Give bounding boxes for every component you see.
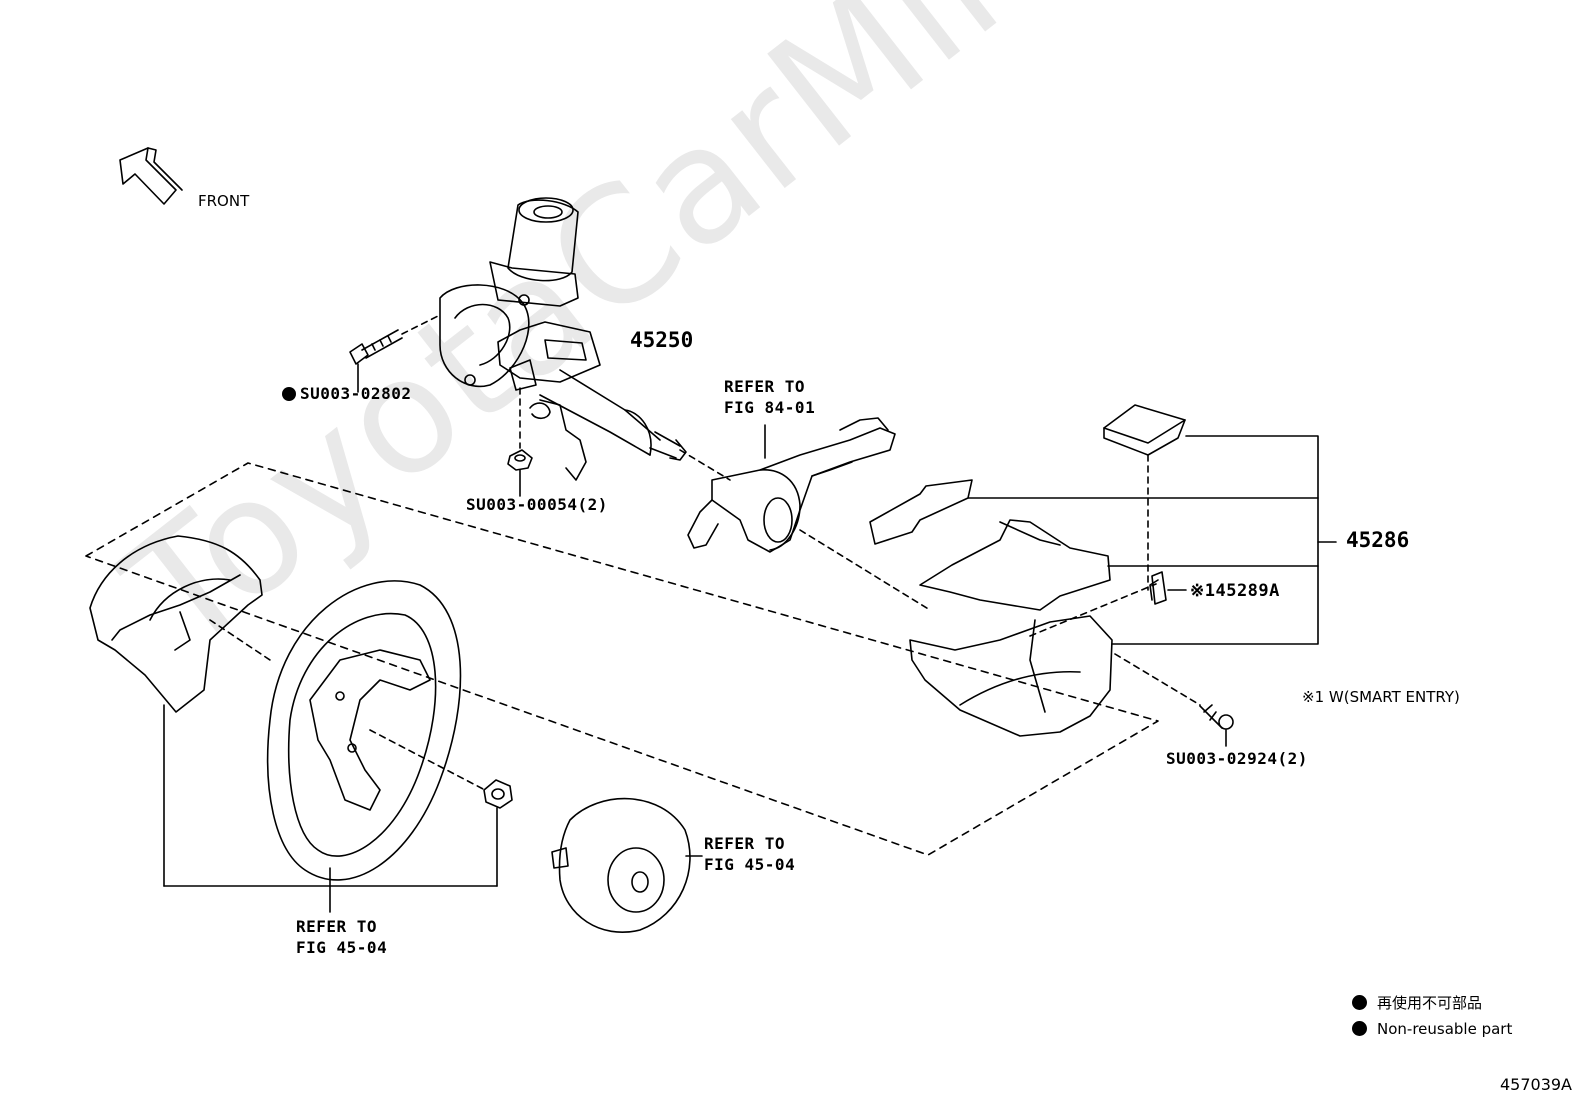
refer-line-2: FIG 45-04	[296, 938, 388, 957]
part-number-nut[interactable]: SU003-00054(2)	[466, 495, 608, 514]
front-label: FRONT	[198, 192, 250, 210]
non-reusable-dot-icon	[1352, 995, 1367, 1010]
legend-japanese-text: 再使用不可部品	[1377, 994, 1483, 1012]
refer-line-1: REFER TO	[704, 834, 786, 853]
bolt-part-number-text: SU003-02802	[300, 384, 412, 403]
refer-to-fig-45-04-airbag[interactable]: REFER TO FIG 45-04	[704, 833, 795, 875]
airbag-module	[551, 797, 703, 933]
screw-part	[1114, 653, 1234, 747]
figure-number: 457039A	[1499, 1075, 1572, 1094]
refer-to-fig-84-01[interactable]: REFER TO FIG 84-01	[724, 376, 815, 418]
non-reusable-dot-icon	[1352, 1021, 1367, 1036]
assembly-outline	[85, 462, 1159, 856]
legend: 再使用不可部品 Non-reusable part	[1352, 992, 1512, 1044]
steering-lower-cover	[89, 535, 271, 887]
refer-line-1: REFER TO	[724, 377, 806, 396]
column-cover-set	[869, 404, 1186, 737]
legend-row-japanese: 再使用不可部品	[1352, 992, 1512, 1018]
refer-line-2: FIG 45-04	[704, 855, 796, 874]
part-number-45286[interactable]: 45286	[1346, 528, 1410, 552]
nut-part	[507, 387, 533, 497]
bolt-part	[349, 314, 441, 393]
part-number-145289a[interactable]: ※145289A	[1190, 581, 1280, 601]
smart-entry-note: ※1 W(SMART ENTRY)	[1302, 688, 1460, 706]
steering-column	[439, 197, 687, 481]
steering-wheel	[163, 580, 513, 913]
legend-row-english: Non-reusable part	[1352, 1018, 1512, 1044]
front-arrow-icon	[119, 147, 183, 205]
callout-45286-bracket	[967, 435, 1337, 645]
refer-to-fig-45-04-wheel[interactable]: REFER TO FIG 45-04	[296, 916, 387, 958]
combination-switch	[679, 417, 931, 611]
part-number-bolt[interactable]: SU003-02802	[282, 386, 411, 402]
part-number-screw[interactable]: SU003-02924(2)	[1166, 749, 1308, 768]
refer-line-1: REFER TO	[296, 917, 378, 936]
non-reusable-dot-icon	[282, 387, 296, 401]
legend-english-text: Non-reusable part	[1377, 1020, 1513, 1038]
part-number-45250[interactable]: 45250	[630, 328, 694, 352]
refer-line-2: FIG 84-01	[724, 398, 816, 417]
